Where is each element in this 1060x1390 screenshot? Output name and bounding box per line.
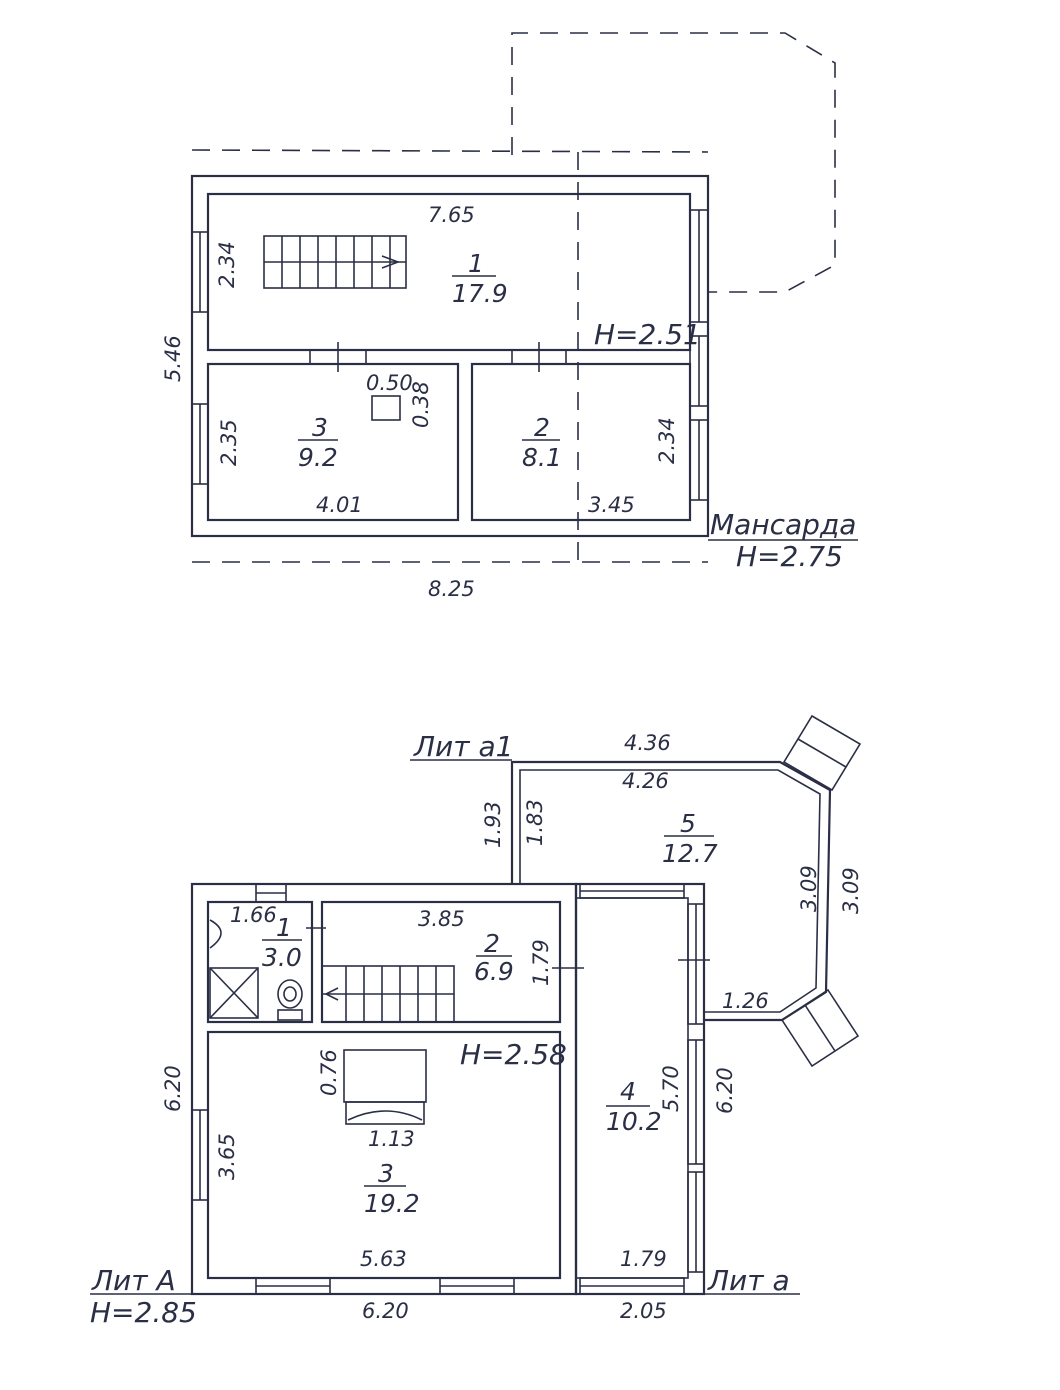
- room2-depth: 1.79: [529, 939, 553, 986]
- bathroom-fixtures: [209, 919, 303, 1021]
- room3-area: 19.2: [364, 1189, 420, 1218]
- attic-room3-width: 4.01: [316, 493, 363, 517]
- room3-number: 3: [378, 1159, 394, 1188]
- ground-overall-depth: 6.20: [161, 1065, 185, 1112]
- attic-room1-depth: 2.34: [215, 241, 239, 288]
- lit-a1-top-outer: 4.36: [624, 731, 671, 755]
- attic-floor-plan: [190, 32, 858, 563]
- lit-a-annex-wall: [574, 882, 706, 1296]
- attic-chimney: [371, 395, 401, 421]
- ground-floor-plan: [90, 714, 862, 1296]
- attic-room1-number: 1: [468, 249, 484, 278]
- lit-a-main-outer-wall: [190, 882, 578, 1296]
- ground-staircase: [321, 965, 455, 1023]
- attic-overall-depth: 5.46: [161, 335, 185, 382]
- lit-A-height: H=2.85: [90, 1296, 197, 1329]
- attic-floor-title: Мансарда: [710, 508, 856, 541]
- room1-number: 1: [276, 913, 292, 942]
- ground-room-height: H=2.58: [460, 1038, 567, 1071]
- lit-a-width-inner: 1.79: [620, 1247, 667, 1271]
- stove-width: 1.13: [368, 1127, 415, 1151]
- ground-doors: [306, 927, 710, 1023]
- attic-staircase: [263, 235, 407, 289]
- lit-a1-bottom: 1.26: [722, 989, 769, 1013]
- attic-room1-width: 7.65: [428, 203, 475, 227]
- attic-room1-area: 17.9: [452, 279, 508, 308]
- room4-number: 4: [620, 1077, 636, 1106]
- lit-a1-left-outer: 1.93: [481, 801, 505, 848]
- attic-room2-area: 8.1: [522, 443, 562, 472]
- attic-annex-outline: [511, 32, 836, 293]
- lit-a1-label: Лит а1: [413, 730, 513, 763]
- room3-depth: 3.65: [215, 1133, 239, 1180]
- attic-room3-area: 9.2: [298, 443, 338, 472]
- room4-area: 10.2: [606, 1107, 662, 1136]
- room1-width: 1.66: [230, 903, 277, 927]
- lit-a1-right-outer: 3.09: [839, 867, 863, 914]
- lit-a-label: Лит а: [707, 1264, 790, 1297]
- attic-room3-depth: 2.35: [217, 419, 241, 466]
- attic-room-height: H=2.51: [594, 318, 701, 351]
- room5-number: 5: [680, 809, 696, 838]
- lit-a1-windows: [780, 714, 862, 1068]
- room3-width: 5.63: [360, 1247, 407, 1271]
- room2-width: 3.85: [418, 907, 465, 931]
- stove: [343, 1049, 427, 1125]
- room2-number: 2: [484, 929, 500, 958]
- attic-outer-wall: [190, 174, 710, 538]
- ground-overall-width: 6.20: [362, 1299, 409, 1323]
- attic-floor-height: H=2.75: [736, 540, 843, 573]
- lit-a1-right-inner: 3.09: [797, 865, 821, 912]
- lit-a-depth-inner: 5.70: [659, 1065, 683, 1112]
- lit-a1-top-inner: 4.26: [622, 769, 669, 793]
- lit-a1-inner: [519, 769, 821, 1013]
- attic-roof-outline: [191, 149, 709, 153]
- attic-overall-width: 8.25: [428, 577, 475, 601]
- ground-windows: [191, 883, 705, 1295]
- attic-room2-number: 2: [534, 413, 550, 442]
- attic-chimney-width: 0.50: [366, 371, 413, 395]
- attic-room2-width: 3.45: [588, 493, 635, 517]
- lit-a1-left-inner: 1.83: [523, 799, 547, 846]
- attic-doors: [309, 342, 567, 372]
- attic-windows: [191, 209, 709, 501]
- attic-room3-number: 3: [312, 413, 328, 442]
- attic-chimney-depth: 0.38: [409, 381, 433, 428]
- room1-area: 3.0: [262, 943, 302, 972]
- room5-area: 12.7: [662, 839, 718, 868]
- lit-a-width-outer: 2.05: [620, 1299, 667, 1323]
- room2-area: 6.9: [474, 957, 514, 986]
- lit-A-label: Лит А: [91, 1264, 176, 1297]
- lit-a-depth-outer: 6.20: [713, 1067, 737, 1114]
- stove-depth: 0.76: [317, 1049, 341, 1096]
- attic-room2-depth: 2.34: [655, 417, 679, 464]
